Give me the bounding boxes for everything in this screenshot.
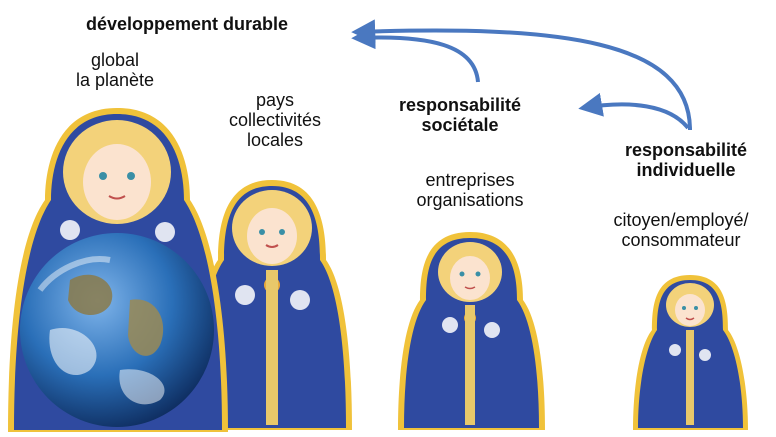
diagram-title: développement durable — [85, 14, 289, 34]
level-2-line-3: locales — [246, 130, 304, 151]
arrows — [351, 19, 692, 131]
level-3-label: entreprises organisations — [390, 170, 550, 210]
individual-responsibility-line-2: individuelle — [636, 160, 736, 181]
level-2-line-1: pays — [255, 90, 295, 110]
level-1-label: global la planète — [40, 50, 190, 90]
societal-responsibility-line-1: responsabilité — [398, 95, 522, 115]
level-4-label: citoyen/employé/ consommateur — [586, 210, 776, 250]
level-3-line-2: organisations — [416, 190, 524, 211]
level-4-line-2: consommateur — [621, 230, 741, 251]
doll-4 — [633, 275, 748, 430]
level-4-line-1: citoyen/employé/ — [613, 210, 749, 230]
societal-responsibility-line-2: sociétale — [421, 115, 499, 136]
doll-2 — [192, 180, 352, 430]
individual-responsibility-label: responsabilité individuelle — [600, 140, 772, 180]
level-3-line-1: entreprises — [425, 170, 515, 190]
earth-globe-image — [20, 233, 214, 427]
level-1-line-2: la planète — [75, 70, 155, 91]
level-1-line-1: global — [90, 50, 140, 70]
level-2-label: pays collectivités locales — [200, 90, 350, 150]
arrow-societal-to-sustainable — [351, 25, 480, 83]
level-2-line-2: collectivités — [228, 110, 322, 131]
arrow-individual-to-societal — [578, 92, 690, 130]
doll-3 — [398, 232, 545, 430]
societal-responsibility-label: responsabilité sociétale — [380, 95, 540, 135]
arrow-individual-to-sustainable — [351, 19, 692, 131]
individual-responsibility-line-1: responsabilité — [624, 140, 748, 160]
